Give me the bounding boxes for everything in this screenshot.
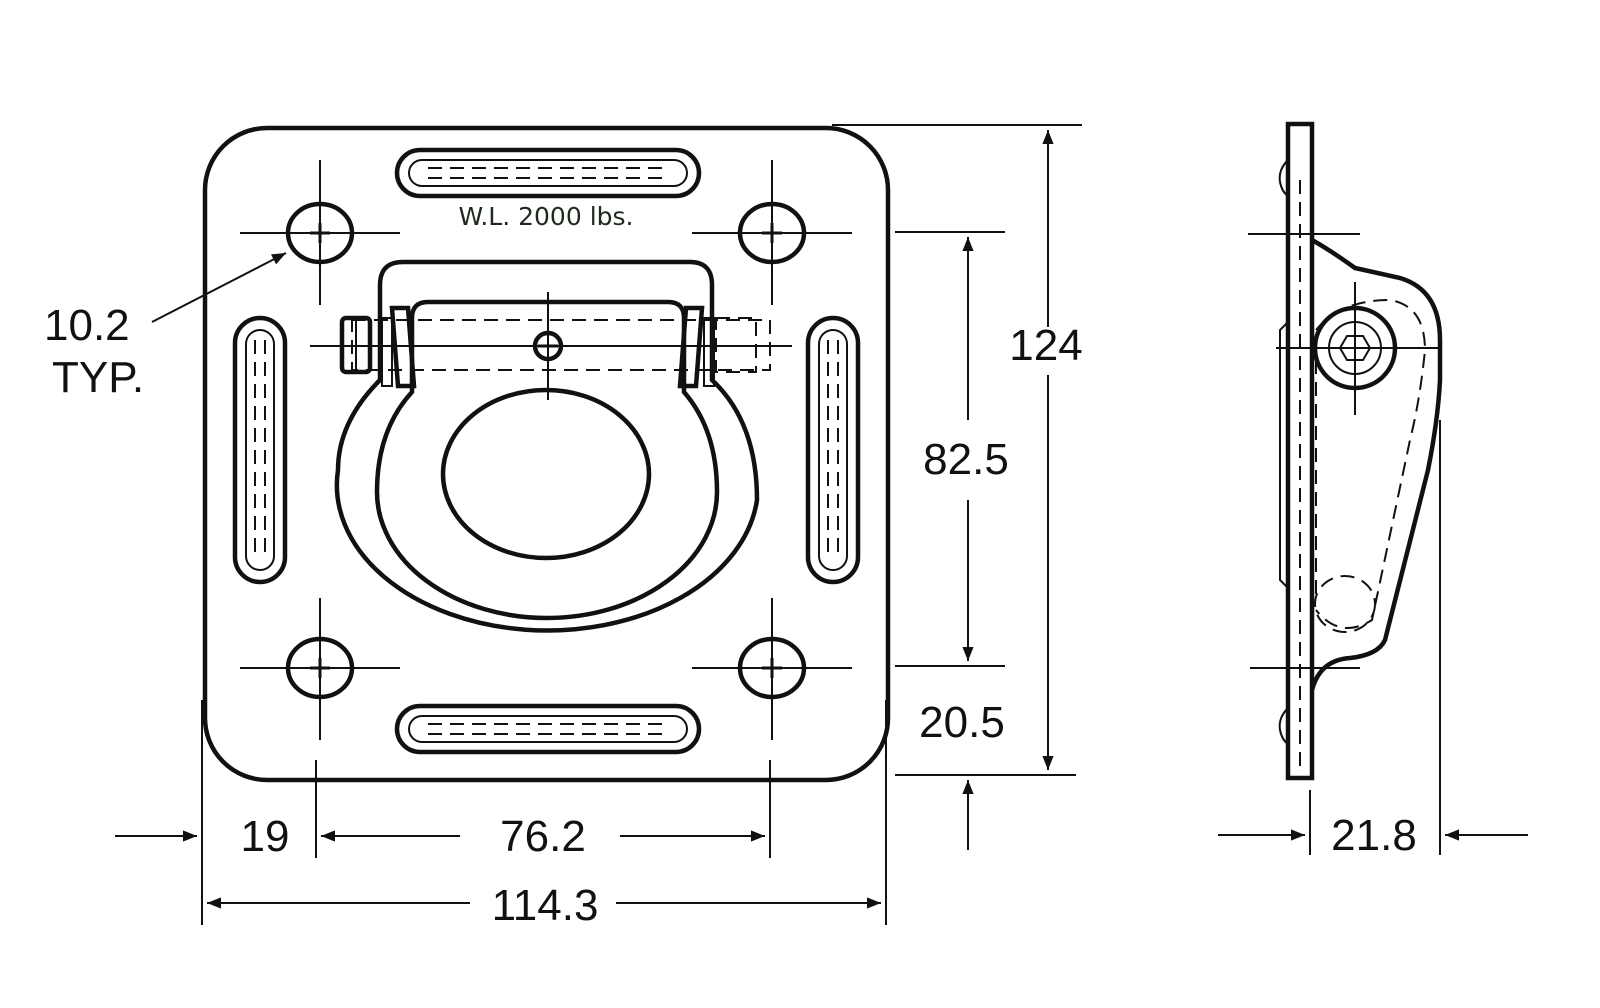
slot-bottom xyxy=(394,703,702,755)
ring-recess xyxy=(334,259,760,633)
horizontal-dimensions: 19 76.2 114.3 xyxy=(115,700,887,930)
dim-overall-width: 114.3 xyxy=(492,881,599,930)
side-housing xyxy=(1309,238,1443,691)
mounting-hole-top-right xyxy=(692,160,852,305)
hinge-clip-right xyxy=(677,305,705,389)
hinge-clip-left xyxy=(389,305,417,389)
slot-right xyxy=(805,315,861,585)
slot-left xyxy=(232,315,288,585)
side-hex-bolt xyxy=(1276,282,1440,415)
d-ring xyxy=(374,299,720,621)
dim-hole-edge-horizontal: 19 xyxy=(241,812,290,861)
plate-outline xyxy=(202,125,891,783)
dim-hole-spacing-horizontal: 76.2 xyxy=(500,812,586,861)
mounting-hole-bottom-right xyxy=(692,598,852,740)
side-plate xyxy=(1285,121,1315,781)
slot-top xyxy=(394,147,702,199)
mounting-hole-top-left xyxy=(240,160,400,305)
ring-opening xyxy=(440,387,652,561)
hole-qualifier-label: TYP. xyxy=(52,353,144,402)
working-load-label: W.L. 2000 lbs. xyxy=(459,202,634,231)
vertical-dimensions: 124 82.5 20.5 xyxy=(832,124,1083,850)
mounting-hole-bottom-left xyxy=(240,598,400,740)
dim-depth: 21.8 xyxy=(1331,811,1417,860)
dim-overall-height: 124 xyxy=(1009,321,1082,370)
side-view: 21.8 xyxy=(1218,121,1528,860)
hinge-pin xyxy=(310,292,792,400)
dim-hole-spacing-vertical: 82.5 xyxy=(923,435,1009,484)
side-ring-end xyxy=(1314,575,1376,633)
hole-size-label: 10.2 xyxy=(44,301,130,350)
hole-callout: 10.2 TYP. xyxy=(44,252,287,402)
dim-hole-edge-vertical: 20.5 xyxy=(919,698,1005,747)
front-view: W.L. 2000 lbs. xyxy=(202,125,891,783)
